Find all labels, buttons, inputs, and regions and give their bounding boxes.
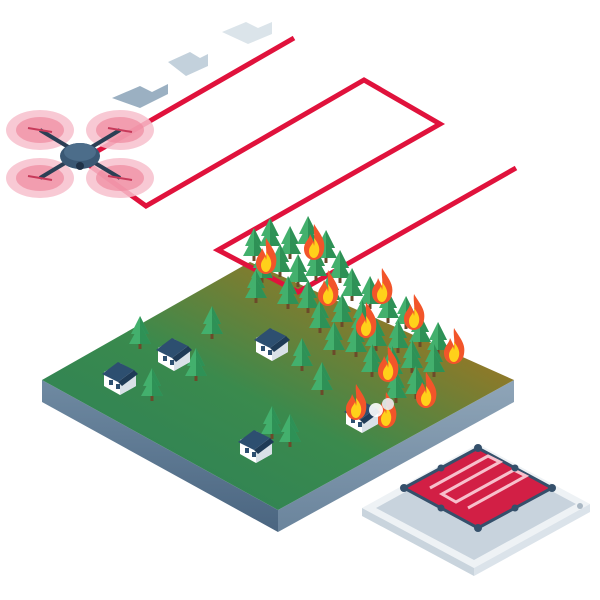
village (102, 328, 394, 463)
terrain-block (42, 262, 514, 532)
tablet-icon (362, 444, 590, 576)
background-map-tiles (112, 22, 272, 108)
quadcopter-icon (6, 110, 154, 198)
burning-house (344, 384, 394, 433)
flame-icon (444, 328, 465, 364)
flame-icon (372, 268, 393, 304)
tablet-map (400, 444, 556, 532)
